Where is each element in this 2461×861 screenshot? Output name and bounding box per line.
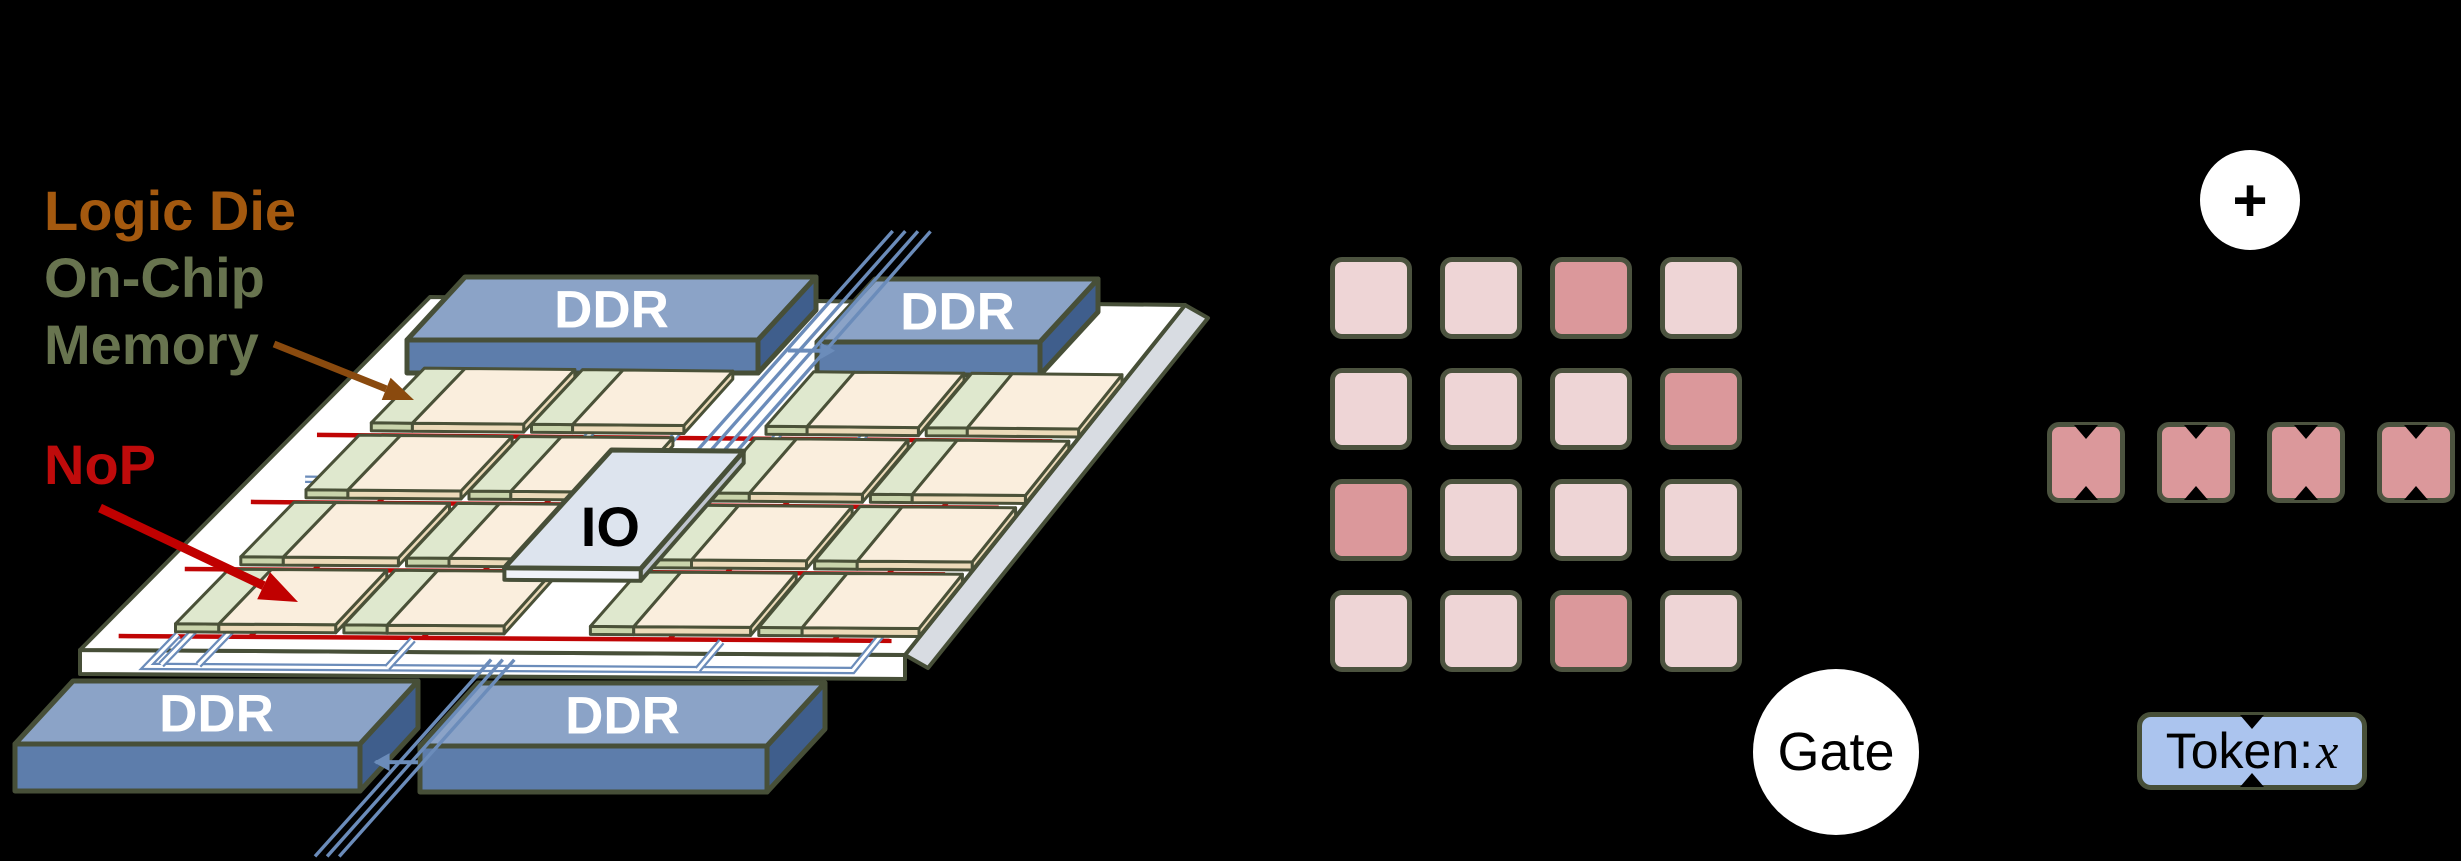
phy-bundle-blue [711,230,920,465]
heatmap-cell [1550,368,1632,450]
chiplet-logic-die [281,501,451,560]
heatmap-cell [1440,257,1522,339]
ddr-label: DDR [900,283,1015,342]
ddr-label: DDR [565,687,680,746]
token-vector-cell [2157,422,2235,503]
nop-arrow-head-icon [257,572,298,602]
nop-arrow [98,503,266,590]
arrow-notch-top-icon [2184,425,2208,439]
heatmap-cell [1660,590,1742,672]
token-vector-cell [2377,422,2455,503]
phy-bundle-blue [337,658,516,858]
phy-bundle-blue [697,229,907,465]
gate-node: Gate [1753,669,1919,835]
arrow-notch-bottom-icon [2294,486,2318,500]
bundle-arrow-icon [373,753,390,772]
token-box: Token:x [2137,712,2367,790]
arrow-notch-bottom-icon [2240,773,2264,787]
heatmap-cell [1440,479,1522,561]
heatmap-cell [1330,368,1412,450]
heatmap-cell [1440,590,1522,672]
heatmap-cell [1330,257,1412,339]
ddr-label: DDR [554,281,669,340]
io-label: IO [581,495,640,558]
phy-bundle-blue [325,658,504,858]
arrow-notch-top-icon [2404,425,2428,439]
chiplet-logic-die [805,370,966,430]
logic-die-arrow-head-icon [381,377,414,400]
chiplet-logic-die [346,434,514,493]
arrow-notch-top-icon [2294,425,2318,439]
ddr-block-front [814,339,1043,378]
ddr-block-front [12,741,363,794]
heatmap-cell [1660,368,1742,450]
sum-node: + [2200,150,2300,250]
arrow-notch-bottom-icon [2074,486,2098,500]
ddr-label: DDR [159,685,274,744]
heatmap-cell [1660,257,1742,339]
arrow-notch-top-icon [2240,715,2264,729]
ddr-bus-blue-core [386,638,415,669]
heatmap-cell [1550,479,1632,561]
heatmap-cell [1330,479,1412,561]
heatmap-cell [1550,590,1632,672]
label-nop: NoP [44,433,156,496]
chiplet-logic-die [410,367,577,426]
token-vector-cell [2267,422,2345,503]
phy-bundle-blue [684,229,894,465]
token-vector-cell [2047,422,2125,503]
token-label: Token: [2165,723,2314,779]
arrow-notch-top-icon [2074,425,2098,439]
sum-label: + [2232,166,2268,234]
bundle-arrow-icon [821,342,836,359]
chiplet-logic-die [800,572,964,630]
chiplet-logic-die [965,372,1124,431]
chiplet-logic-die [747,437,910,496]
ddr-block-front [404,337,761,376]
heatmap-cell [1660,479,1742,561]
arrow-notch-bottom-icon [2404,486,2428,500]
phy-bundle-blue [313,658,493,858]
chiplet-logic-die [910,438,1071,497]
ddr-bus-blue-core [143,627,888,673]
heatmap-cell [1330,590,1412,672]
chiplet-logic-die [855,505,1018,564]
label-on-chip: On-Chip [44,246,265,309]
io-die-top [501,447,747,572]
gate-label: Gate [1777,722,1895,782]
label-logic-die: Logic Die [44,179,296,242]
heatmap-cell [1440,368,1522,450]
nop-wire-red [118,633,892,644]
ddr-block-front [417,743,770,795]
chiplet-logic-die [632,570,798,629]
ddr-bus-blue-core [696,640,723,671]
logic-die-arrow [272,340,388,393]
chiplet-logic-die [571,368,735,427]
heatmap-cell [1550,257,1632,339]
token-variable: x [2316,723,2339,779]
chiplet-logic-die [690,504,854,563]
label-memory: Memory [44,313,259,376]
arrow-notch-bottom-icon [2184,486,2208,500]
